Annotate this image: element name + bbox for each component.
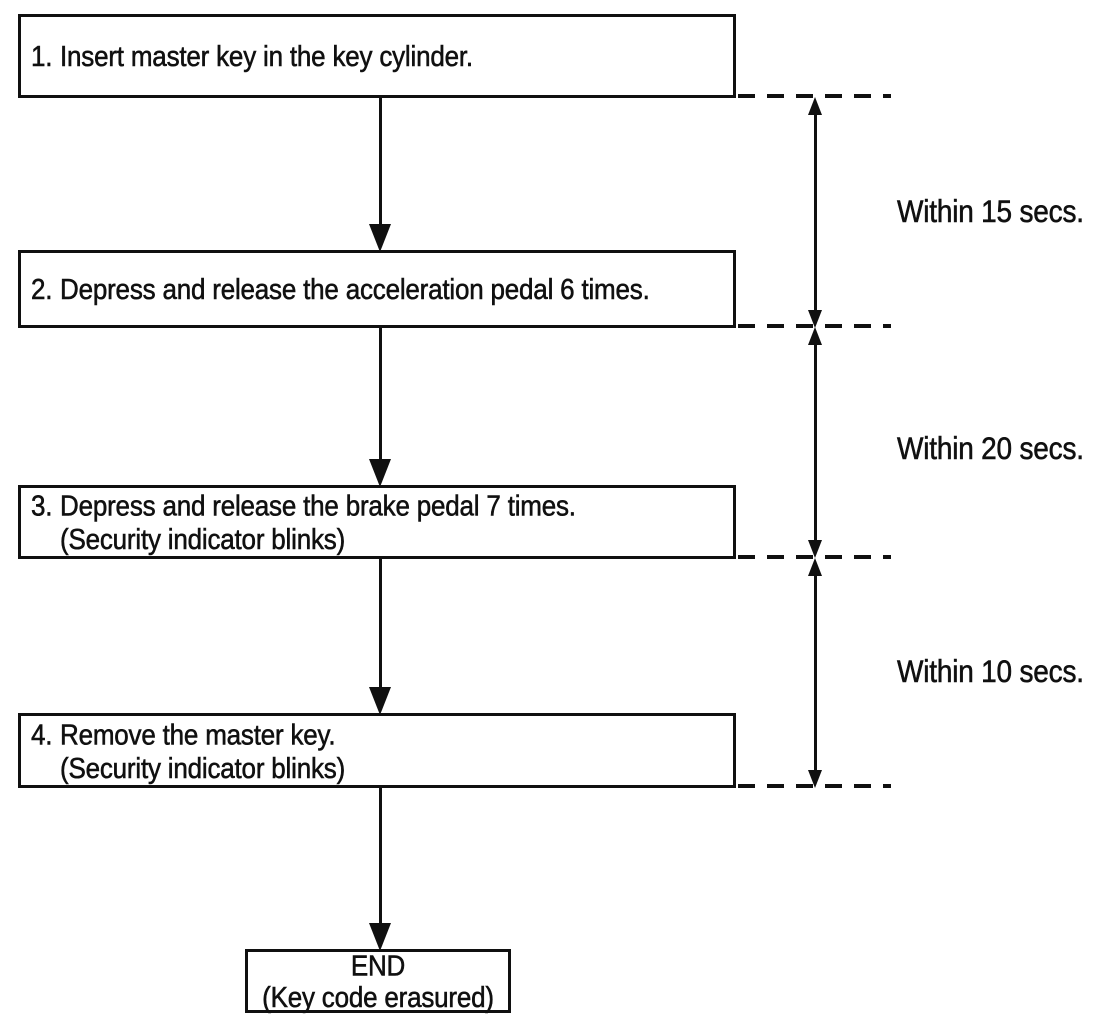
timing-label-20-secs: Within 20 secs.: [897, 431, 1085, 466]
flow-arrow-down-icon: [369, 559, 391, 715]
step-3-note: (Security indicator blinks): [60, 522, 346, 556]
double-arrow-icon: [808, 558, 822, 788]
timing-label-15-secs: Within 15 secs.: [897, 194, 1085, 229]
step-4-box: 4. Remove the master key. (Security indi…: [18, 713, 736, 788]
end-subtitle: (Key code erasured): [262, 979, 494, 1014]
flow-arrow-down-icon: [369, 788, 391, 951]
end-box: END (Key code erasured): [245, 949, 511, 1013]
step-1-box: 1. Insert master key in the key cylinder…: [18, 14, 736, 98]
double-arrow-icon: [808, 97, 822, 328]
flow-arrow-down-icon: [369, 328, 391, 487]
step-2-box: 2. Depress and release the acceleration …: [18, 250, 736, 328]
dashed-line: [738, 94, 891, 98]
step-1-number: 1.: [31, 39, 53, 73]
step-2-number: 2.: [31, 272, 53, 306]
step-1-text: Insert master key in the key cylinder.: [60, 39, 474, 73]
end-title: END: [350, 948, 406, 983]
flow-arrow-down-icon: [369, 98, 391, 252]
step-4-note: (Security indicator blinks): [60, 750, 346, 785]
step-4-text: Remove the master key.: [60, 716, 336, 751]
step-4-number: 4.: [31, 716, 53, 751]
step-3-number: 3.: [31, 488, 53, 522]
timing-label-10-secs: Within 10 secs.: [897, 654, 1085, 689]
step-3-text: Depress and release the brake pedal 7 ti…: [60, 488, 577, 522]
double-arrow-icon: [808, 327, 822, 558]
step-2-text: Depress and release the acceleration ped…: [60, 272, 650, 306]
step-3-box: 3. Depress and release the brake pedal 7…: [18, 485, 736, 559]
